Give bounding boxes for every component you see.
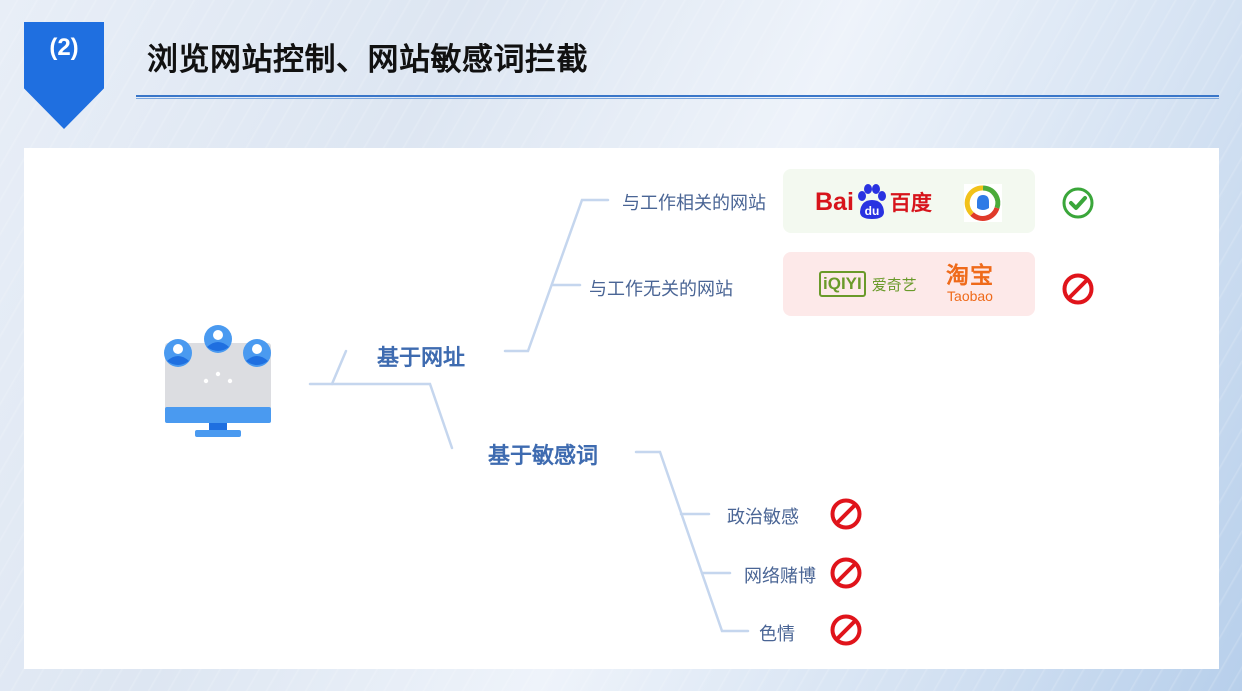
keyword-politics-label: 政治敏感 — [727, 507, 799, 528]
non-work-sites-label: 与工作无关的网站 — [589, 279, 733, 300]
keyword-gambling-label: 网络赌博 — [744, 566, 816, 587]
monitor-users-icon — [164, 325, 271, 437]
iqiyi-logo: iQIYI 爱奇艺 — [819, 271, 917, 297]
branch-by-url: 基于网址 — [377, 346, 466, 371]
blocked-sites-box — [783, 252, 1035, 316]
tencent-news-logo — [964, 184, 1002, 222]
branch-by-keyword: 基于敏感词 — [488, 444, 599, 469]
title-divider — [136, 95, 1219, 99]
svg-text:du: du — [865, 204, 880, 218]
taobao-logo: 淘宝 Taobao — [946, 263, 994, 304]
prohibited-icon — [830, 557, 862, 589]
prohibited-icon — [830, 614, 862, 646]
baidu-paw-icon: du — [855, 184, 889, 220]
prohibited-icon — [1062, 273, 1094, 305]
check-circle-icon — [1062, 187, 1094, 219]
work-related-sites-label: 与工作相关的网站 — [622, 193, 766, 214]
page-title: 浏览网站控制、网站敏感词拦截 — [147, 42, 588, 78]
baidu-logo: Bai du 百度 — [815, 182, 932, 222]
keyword-pornography-label: 色情 — [759, 624, 795, 645]
prohibited-icon — [830, 498, 862, 530]
section-number: (2) — [49, 34, 79, 61]
